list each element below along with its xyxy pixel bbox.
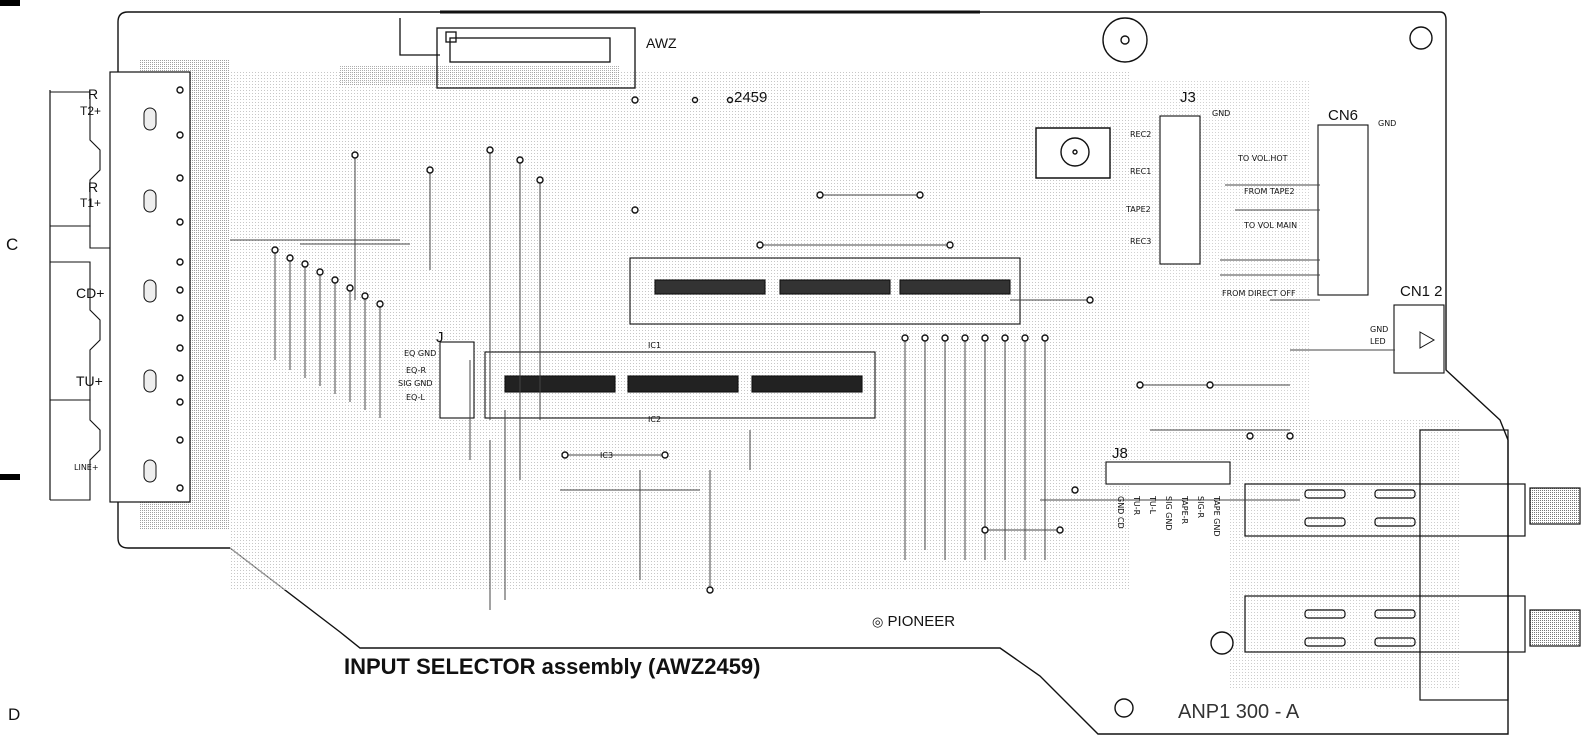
pcb-pads bbox=[271, 96, 1294, 594]
copper-area-right bbox=[1130, 80, 1310, 460]
j-left-pin-sig-gnd: SIG GND bbox=[398, 379, 433, 388]
j8-label: J8 bbox=[1112, 445, 1128, 462]
cn6-header bbox=[1317, 124, 1369, 296]
copper-area-lower-right bbox=[1230, 420, 1460, 690]
cn6-gnd: GND bbox=[1378, 119, 1397, 128]
cn6-sig-from-direct-off: FROM DIRECT OFF bbox=[1222, 289, 1296, 298]
margin-mark-mid bbox=[0, 474, 20, 480]
margin-letter-c: C bbox=[6, 235, 19, 254]
cn6-sig-to-vol-main: TO VOL MAIN bbox=[1244, 221, 1298, 230]
margin-mark-top bbox=[0, 0, 20, 6]
j3-pin-rec1: REC1 bbox=[1130, 167, 1152, 176]
j8-header bbox=[1105, 461, 1231, 485]
cn12-pin-gnd: GND bbox=[1370, 325, 1389, 334]
part-number-label: 2459 bbox=[734, 89, 768, 106]
jack-t2-name: T2+ bbox=[80, 104, 102, 118]
board-code-label: ANP1 300 - A bbox=[1178, 701, 1300, 723]
ic-row-lower bbox=[484, 351, 876, 419]
cn6-label: CN6 bbox=[1328, 107, 1359, 124]
copper-area-topband bbox=[340, 66, 620, 86]
j8-pin-tu-l: TU-L bbox=[1148, 496, 1157, 515]
jack-t1-name: T1+ bbox=[80, 196, 102, 210]
top-connector bbox=[399, 18, 636, 89]
jack-line-name: LINE+ bbox=[74, 463, 99, 472]
j3-pin-rec2: REC2 bbox=[1130, 130, 1152, 139]
j3-gnd: GND bbox=[1212, 109, 1231, 118]
cn12-pin-led: LED bbox=[1370, 337, 1386, 346]
j8-pin-tape-r: TAPE-R bbox=[1180, 496, 1189, 525]
j8-pin-tu-r: TU-R bbox=[1132, 496, 1141, 516]
j3-pin-tape2: TAPE2 bbox=[1126, 205, 1151, 214]
j8-pin-gnd-cd: GND CD bbox=[1116, 496, 1125, 529]
assembly-title: INPUT SELECTOR assembly (AWZ2459) bbox=[344, 654, 761, 679]
pioneer-logo-icon: ◎ bbox=[872, 614, 884, 629]
mounting-holes bbox=[1035, 17, 1433, 718]
ic-label-3: IC3 bbox=[600, 451, 614, 460]
jack-tu-name: TU+ bbox=[76, 373, 103, 389]
j-left-pin-eq-l: EQ-L bbox=[406, 393, 425, 402]
ic-label-2: IC2 bbox=[648, 415, 662, 424]
cn6-sig-to-vol-hot: TO VOL.HOT bbox=[1238, 154, 1288, 163]
pioneer-brand: ◎ PIONEER bbox=[872, 614, 955, 629]
j-left-label: J bbox=[436, 329, 444, 346]
j3-label: J3 bbox=[1180, 89, 1196, 106]
jack-t2-r: R bbox=[88, 86, 99, 102]
j3-pin-rec3: REC3 bbox=[1130, 237, 1152, 246]
cn6-sig-from-tape2: FROM TAPE2 bbox=[1244, 187, 1295, 196]
switch-block bbox=[1244, 429, 1581, 701]
j8-pin-sig-r: SIG-R bbox=[1196, 496, 1205, 519]
ic-row-upper bbox=[629, 257, 1021, 325]
jack-t1-r: R bbox=[88, 179, 99, 195]
pioneer-brand-text: PIONEER bbox=[887, 613, 956, 630]
j3-header bbox=[1159, 115, 1201, 265]
ic-label-1: IC1 bbox=[648, 341, 662, 350]
pcb-traces bbox=[230, 150, 1395, 610]
j-left-pin-eq-gnd: EQ GND bbox=[404, 349, 437, 358]
j8-pin-sig-gnd: SIG GND bbox=[1164, 496, 1173, 531]
j-left-header bbox=[439, 341, 475, 419]
input-jack-block bbox=[49, 71, 191, 503]
jack-cd-name: CD+ bbox=[76, 285, 105, 301]
j8-pin-tape-gnd: TAPE GND bbox=[1212, 496, 1221, 537]
awz-label: AWZ bbox=[646, 35, 677, 51]
j-left-pin-eq-r: EQ-R bbox=[406, 366, 427, 375]
cn12-header bbox=[1393, 304, 1445, 374]
margin-letter-d: D bbox=[8, 705, 21, 724]
cn12-label: CN1 2 bbox=[1400, 283, 1443, 300]
